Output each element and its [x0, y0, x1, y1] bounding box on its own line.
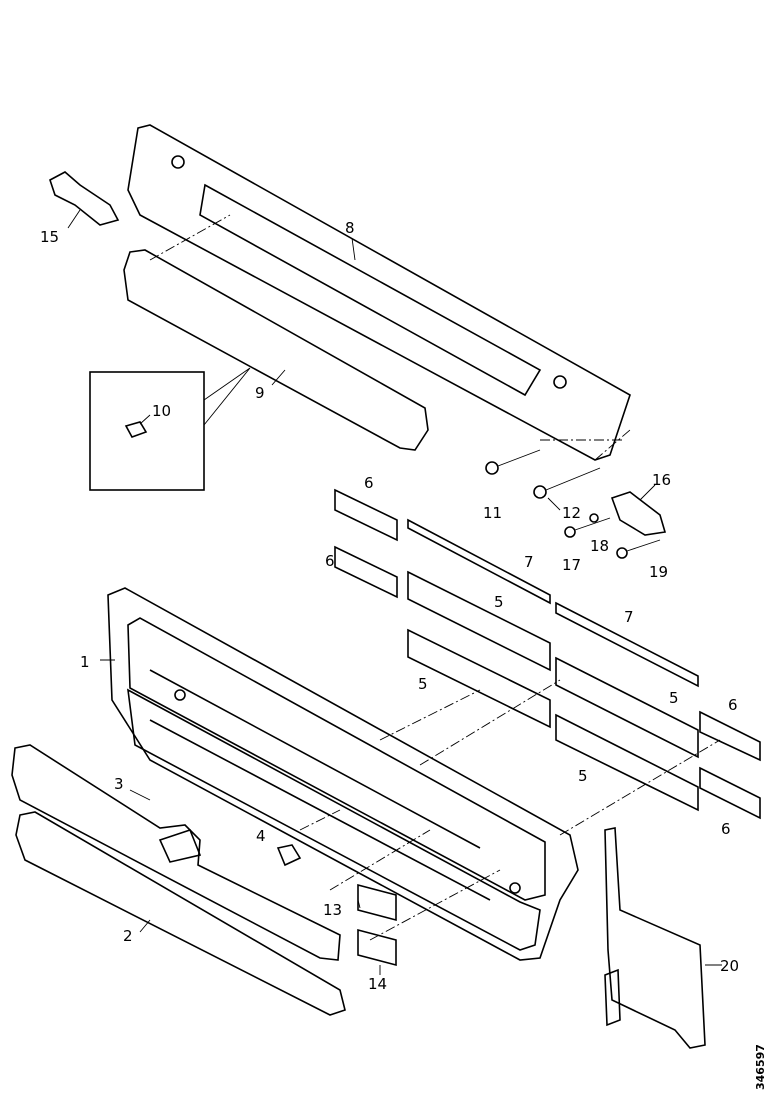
part-9-trim-strip — [123, 249, 429, 451]
callout-5: 5 — [669, 689, 679, 707]
part-1-grille-frame — [107, 587, 579, 961]
callout-11: 11 — [483, 504, 502, 522]
part-20-hinge-bracket — [604, 827, 706, 1049]
callout-5: 5 — [578, 767, 588, 785]
callout-8: 8 — [345, 219, 355, 237]
callout-20: 20 — [720, 957, 739, 975]
callout-9: 9 — [255, 384, 265, 402]
callout-6: 6 — [325, 552, 335, 570]
callout-1: 1 — [80, 653, 90, 671]
callout-12: 12 — [562, 504, 581, 522]
callout-3: 3 — [114, 775, 124, 793]
callout-leaders — [67, 209, 722, 975]
assembly-lines — [149, 214, 721, 941]
callout-5: 5 — [494, 593, 504, 611]
callout-14: 14 — [368, 975, 387, 993]
callout-13: 13 — [323, 901, 342, 919]
part-2-lower-strip — [15, 811, 346, 1016]
callout-19: 19 — [649, 563, 668, 581]
callout-7: 7 — [624, 608, 634, 626]
detail-inset-box — [89, 367, 251, 491]
hardware-fasteners — [485, 429, 667, 559]
callout-4: 4 — [256, 827, 266, 845]
drawing-number: 346597 — [754, 1044, 767, 1090]
callout-6: 6 — [728, 696, 738, 714]
callout-10: 10 — [152, 402, 171, 420]
part-8-upper-panel — [127, 124, 631, 461]
callout-6: 6 — [364, 474, 374, 492]
part-4-clip — [276, 844, 302, 867]
callout-15: 15 — [40, 228, 59, 246]
callout-17: 17 — [562, 556, 581, 574]
callout-6: 6 — [721, 820, 731, 838]
part-15-bracket — [49, 171, 120, 226]
callout-7: 7 — [524, 553, 534, 571]
callout-2: 2 — [123, 927, 133, 945]
part-3-lower-trim — [11, 744, 341, 961]
callout-5: 5 — [418, 675, 428, 693]
callout-16: 16 — [652, 471, 671, 489]
callout-18: 18 — [590, 537, 609, 555]
adhesive-strips — [334, 488, 761, 967]
